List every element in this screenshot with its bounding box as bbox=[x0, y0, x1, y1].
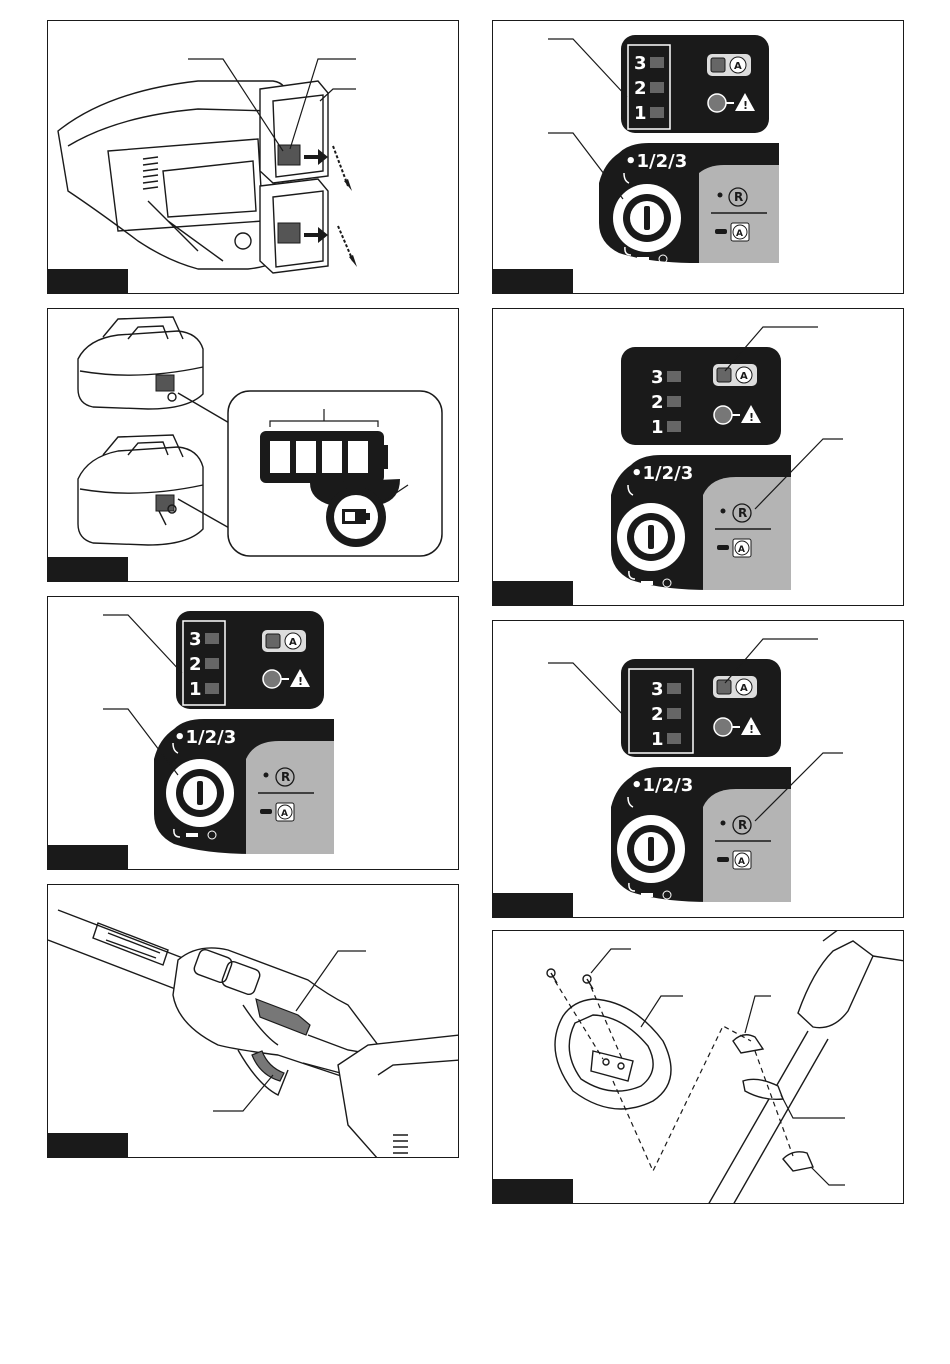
switch-panel-drawing: 3 2 1 A ! •1/2/3 R bbox=[493, 621, 904, 918]
speed-select-title: •1/2/3 bbox=[625, 151, 687, 172]
figure-switch-panel-4: 3 2 1 A ! •1/2/3 R bbox=[492, 620, 904, 918]
speed-level-3: 3 bbox=[634, 53, 647, 74]
speed-level-1: 1 bbox=[651, 417, 664, 438]
auto-mode-icon: A bbox=[281, 809, 288, 819]
switch-panel-drawing: 3 2 1 A ! •1/2/3 R bbox=[493, 309, 904, 606]
warning-icon: ! bbox=[743, 99, 748, 112]
warning-icon: ! bbox=[749, 723, 754, 736]
figure-switch-panel-2: 3 2 1 A ! •1/2/3 R bbox=[492, 308, 904, 606]
figure-number-tag bbox=[48, 269, 128, 293]
figure-switch-panel-3: 3 2 1 A ! •1/2/3 R bbox=[47, 596, 459, 870]
figure-number-tag bbox=[48, 557, 128, 581]
speed-level-1: 1 bbox=[651, 729, 664, 750]
auto-mode-icon: A bbox=[738, 545, 745, 555]
speed-select-title: •1/2/3 bbox=[631, 775, 693, 796]
figure-battery-indicator bbox=[47, 308, 459, 582]
speed-level-3: 3 bbox=[189, 629, 202, 650]
warning-icon: ! bbox=[749, 411, 754, 424]
reverse-icon: R bbox=[281, 770, 290, 784]
auto-mode-icon: A bbox=[734, 61, 742, 72]
switch-panel-drawing: 3 2 1 A ! •1/2/3 R bbox=[493, 21, 904, 294]
auto-mode-icon: A bbox=[740, 371, 748, 382]
figure-handle-trigger bbox=[47, 884, 459, 1158]
figure-number-tag bbox=[493, 269, 573, 293]
speed-select-title: •1/2/3 bbox=[631, 463, 693, 484]
figure-loop-handle bbox=[492, 930, 904, 1204]
speed-level-3: 3 bbox=[651, 679, 664, 700]
speed-level-1: 1 bbox=[189, 679, 202, 700]
auto-mode-icon: A bbox=[289, 637, 297, 648]
loop-handle-drawing bbox=[493, 931, 904, 1204]
speed-select-title: •1/2/3 bbox=[174, 727, 236, 748]
figure-number-tag bbox=[48, 845, 128, 869]
speed-level-1: 1 bbox=[634, 103, 647, 124]
reverse-icon: R bbox=[738, 506, 747, 520]
warning-icon: ! bbox=[298, 675, 303, 688]
speed-level-2: 2 bbox=[651, 704, 664, 725]
speed-level-2: 2 bbox=[651, 392, 664, 413]
reverse-icon: R bbox=[738, 818, 747, 832]
figure-switch-panel-1: 3 2 1 A ! •1/2/3 R bbox=[492, 20, 904, 294]
battery-removal-drawing bbox=[48, 21, 459, 294]
auto-mode-icon: A bbox=[740, 683, 748, 694]
figure-battery-removal bbox=[47, 20, 459, 294]
battery-indicator-drawing bbox=[48, 309, 459, 582]
speed-level-2: 2 bbox=[634, 78, 647, 99]
figure-number-tag bbox=[493, 581, 573, 605]
speed-level-2: 2 bbox=[189, 654, 202, 675]
reverse-icon: R bbox=[734, 190, 743, 204]
speed-level-3: 3 bbox=[651, 367, 664, 388]
auto-mode-icon: A bbox=[736, 229, 743, 239]
auto-mode-icon: A bbox=[738, 857, 745, 867]
handle-drawing bbox=[48, 885, 459, 1158]
figure-number-tag bbox=[48, 1133, 128, 1157]
figure-number-tag bbox=[493, 1179, 573, 1203]
switch-panel-drawing: 3 2 1 A ! •1/2/3 R bbox=[48, 597, 459, 870]
figure-number-tag bbox=[493, 893, 573, 917]
